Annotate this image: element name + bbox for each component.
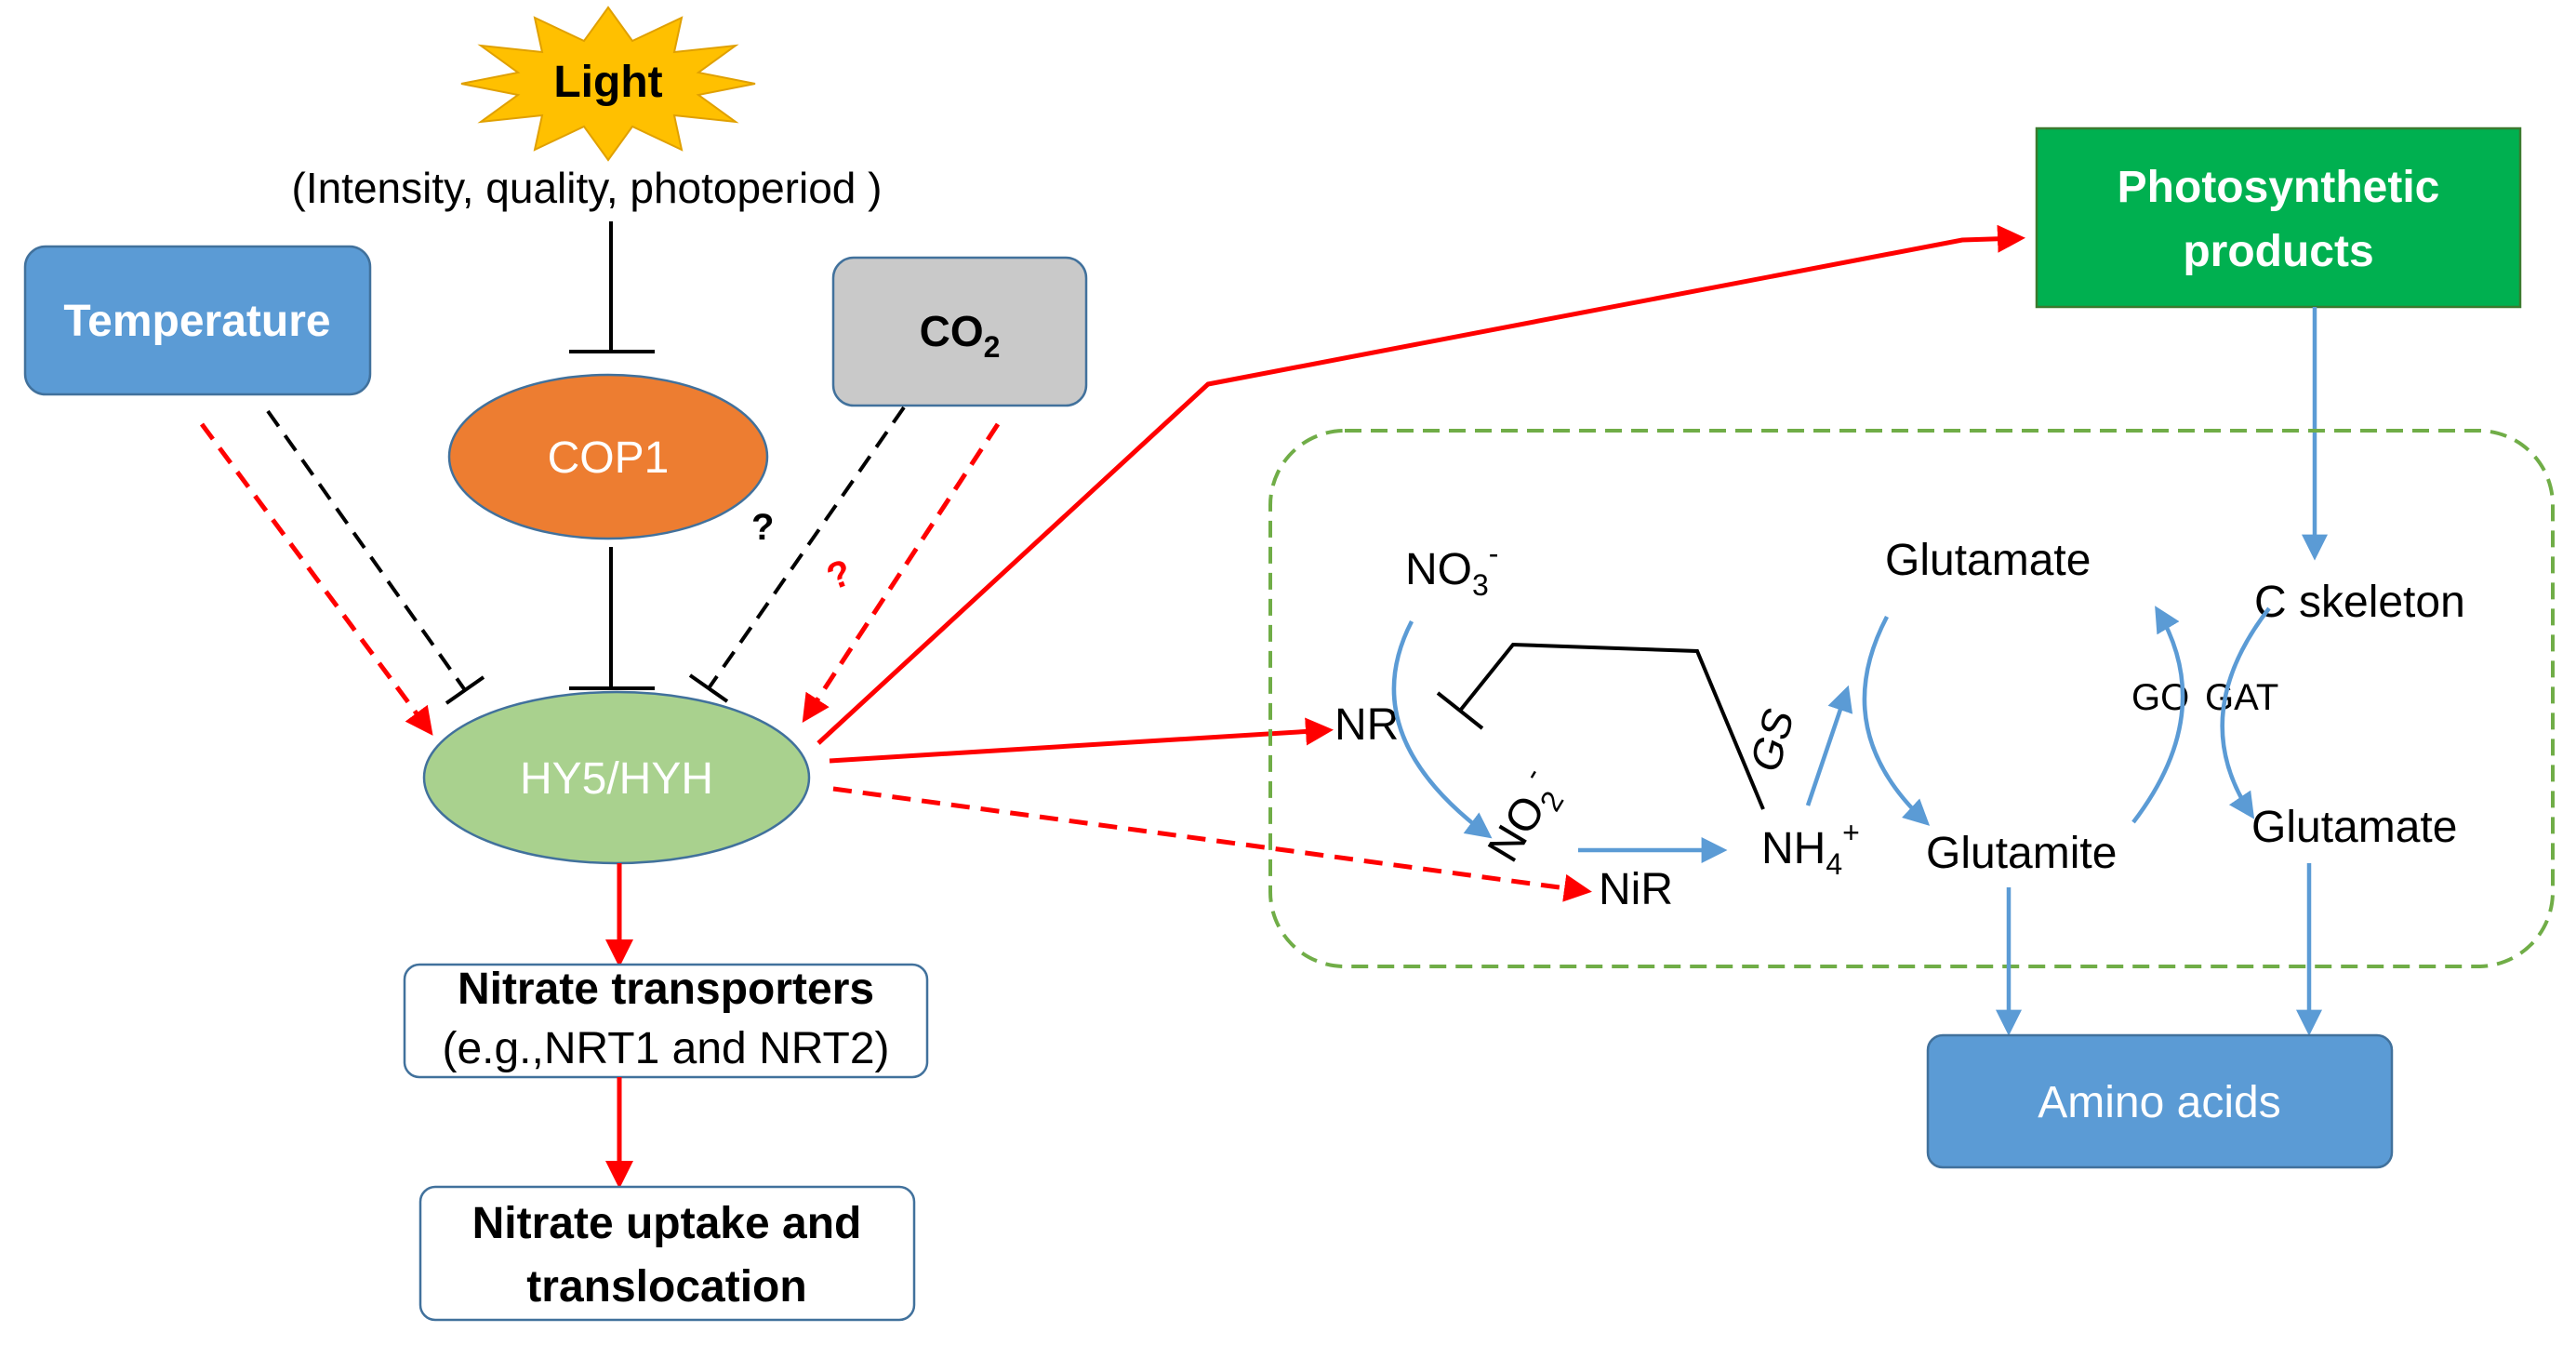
co2-label: CO2 bbox=[920, 307, 1001, 364]
amino-acids-box bbox=[1926, 1033, 2394, 1169]
gs-label: GS bbox=[1740, 704, 1803, 777]
glutamate-in-label: Glutamate bbox=[1885, 536, 2091, 585]
gogat-left-label: GO bbox=[2131, 677, 2189, 718]
temperature-inhibits-hy5 bbox=[266, 409, 485, 705]
cop1-node: COP1 bbox=[447, 373, 769, 540]
glutamite-label: Glutamite bbox=[1926, 829, 2117, 878]
ammonium-label-subscript: 4 bbox=[1826, 847, 1842, 881]
glutamate-out-label: Glutamate bbox=[2251, 803, 2457, 852]
co2-label-subscript: 2 bbox=[984, 330, 1001, 364]
nr-label: NR bbox=[1334, 700, 1399, 750]
temperature-label: Temperature bbox=[63, 297, 330, 346]
amino-acids-node: Amino acids bbox=[1926, 1033, 2394, 1169]
light-label: Light bbox=[553, 58, 662, 107]
cop1-label: COP1 bbox=[548, 433, 670, 483]
nitrate-label-subscript: 3 bbox=[1472, 568, 1489, 602]
gogat-right-label: GAT bbox=[2205, 677, 2278, 718]
cop1-inhibits-hy5 bbox=[569, 547, 655, 690]
co2-inhibits-hy5 bbox=[688, 406, 906, 703]
ammonium-label-main: NH bbox=[1761, 824, 1826, 873]
gogat-upward-arc-arrow bbox=[2131, 606, 2185, 824]
nitrate-label-superscript: - bbox=[1489, 537, 1499, 570]
photosynthetic-products-line2: products bbox=[2183, 227, 2373, 276]
temperature-box bbox=[23, 245, 372, 396]
nitrate-transporters-examples: (e.g.,NRT1 and NRT2) bbox=[442, 1024, 889, 1073]
photosynthetic-products-line1: Photosynthetic bbox=[2118, 163, 2440, 212]
light-inhibits-cop1 bbox=[569, 221, 655, 353]
temperature-promotes-hy5-arrow bbox=[199, 422, 433, 736]
nitrate-to-nitrite-arrow bbox=[1391, 619, 1493, 839]
nitrate-label: NO3- bbox=[1405, 537, 1498, 602]
light-detail-label: (Intensity, quality, photoperiod ) bbox=[292, 164, 883, 212]
co2-label-main: CO bbox=[920, 307, 984, 355]
photosynthetic-products-node: Photosynthetic products bbox=[2035, 127, 2522, 309]
nitrite-label-superscript: - bbox=[1515, 761, 1548, 787]
hy5-ellipse bbox=[422, 690, 811, 865]
hy5-to-photosynthetic-arrow bbox=[817, 224, 2025, 745]
light-node: Light bbox=[460, 6, 756, 162]
hy5-label: HY5/HYH bbox=[520, 754, 713, 804]
nitrate-uptake-line1: Nitrate uptake and bbox=[472, 1199, 862, 1248]
co2-node: CO2 bbox=[831, 256, 1088, 407]
temperature-node: Temperature bbox=[23, 245, 372, 396]
nitrate-uptake-box bbox=[418, 1185, 916, 1322]
nitrate-uptake-node: Nitrate uptake and translocation bbox=[418, 1185, 916, 1322]
gogat-downward-arc-arrow bbox=[2220, 606, 2271, 819]
nitrate-transporters-node: Nitrate transporters (e.g.,NRT1 and NRT2… bbox=[403, 963, 929, 1079]
nitrite-label: NO2- bbox=[1471, 761, 1575, 874]
ammonium-label: NH4+ bbox=[1761, 816, 1860, 881]
amino-acids-label: Amino acids bbox=[2038, 1078, 2280, 1127]
light-starburst-icon bbox=[460, 6, 756, 162]
co2-box bbox=[831, 256, 1088, 407]
nitrate-transporters-box bbox=[403, 963, 929, 1079]
ammonium-label-superscript: + bbox=[1842, 816, 1860, 849]
nitrate-uptake-line2: translocation bbox=[526, 1262, 806, 1312]
uncertain-mark-black: ? bbox=[751, 507, 774, 548]
cop1-ellipse bbox=[447, 373, 769, 540]
photosynthetic-products-box bbox=[2035, 127, 2522, 309]
nitrate-label-main: NO bbox=[1405, 545, 1472, 594]
glutamate-to-glutamite-arrow bbox=[1862, 615, 1931, 826]
hy5-node: HY5/HYH bbox=[422, 690, 811, 865]
c-skeleton-label: C skeleton bbox=[2254, 578, 2465, 627]
hy5-to-nir-arrow bbox=[832, 786, 1592, 902]
assimilation-region-border bbox=[1268, 429, 2555, 968]
ammonium-to-gs-arrow bbox=[1805, 685, 1853, 806]
nir-label: NiR bbox=[1599, 865, 1673, 914]
hy5-to-nr-arrow bbox=[829, 717, 1334, 764]
uncertain-mark-red: ? bbox=[821, 552, 856, 598]
ammonium-inhibits-nr bbox=[1436, 642, 1765, 810]
nitrate-transporters-title: Nitrate transporters bbox=[458, 965, 874, 1014]
